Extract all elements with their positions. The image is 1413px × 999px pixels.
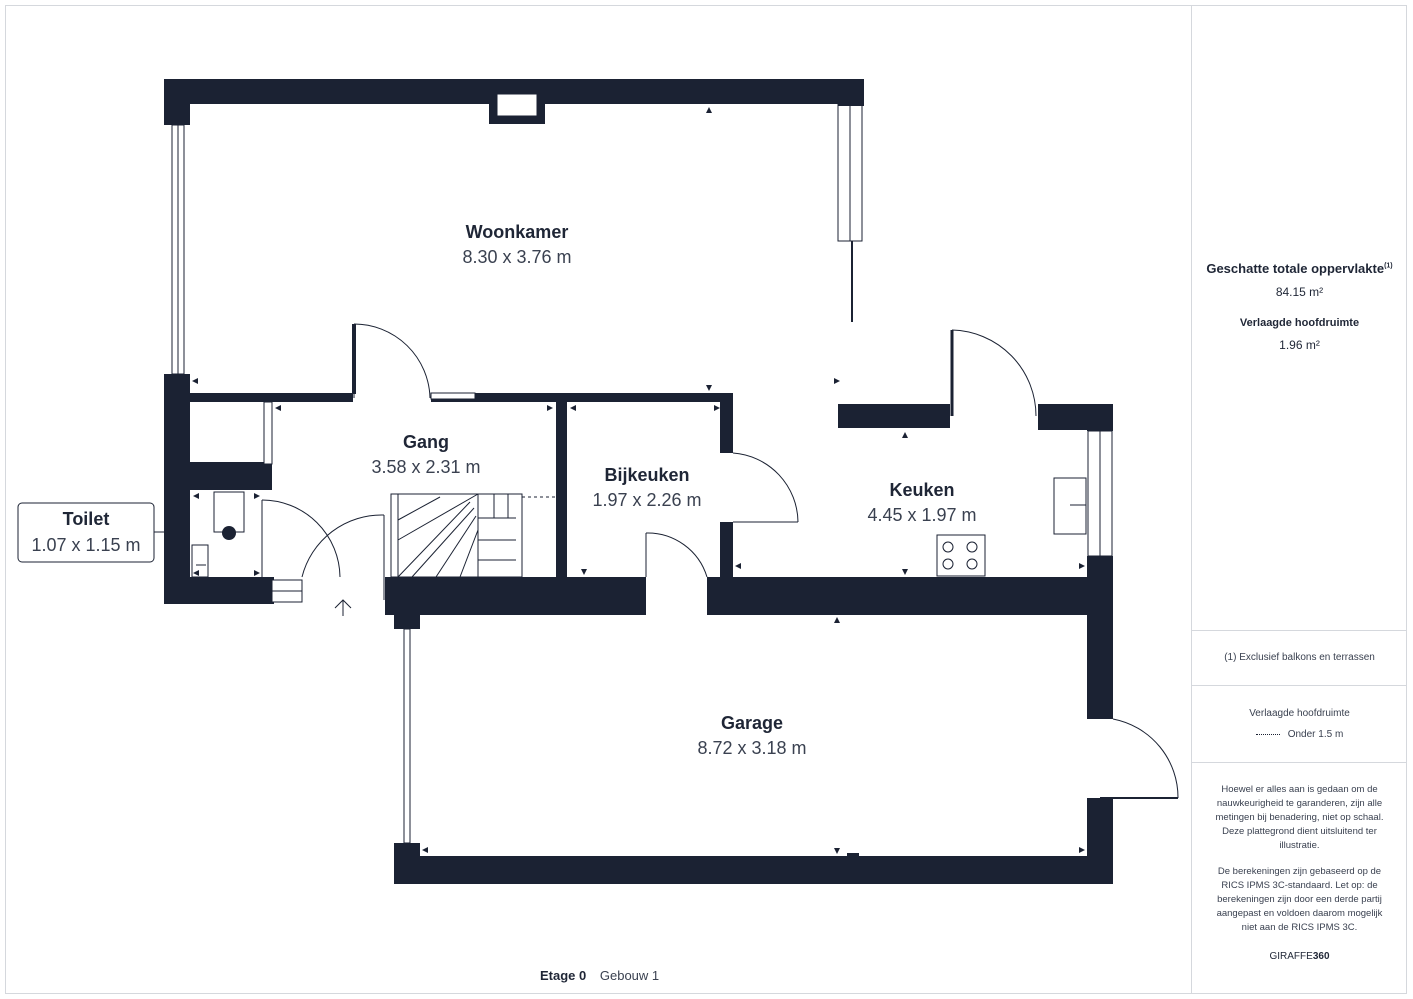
wall-bijkeuken-right-a <box>720 393 733 453</box>
area-title-sup: (1) <box>1384 262 1393 270</box>
floor-footer: Etage 0 Gebouw 1 <box>540 968 659 983</box>
wall-bijkeuken-right-b <box>720 522 733 580</box>
room-name-bijkeuken: Bijkeuken <box>604 465 689 485</box>
wall-garage-corner-left <box>394 843 420 884</box>
kitchen-stove <box>936 534 986 577</box>
wall-garage-right-a <box>1087 616 1113 719</box>
wall-keuken-right <box>1087 556 1113 616</box>
garage-gate <box>403 628 411 844</box>
room-dim-garage: 8.72 x 3.18 m <box>697 738 806 758</box>
area-title: Geschatte totale oppervlakte <box>1206 261 1385 276</box>
room-dim-woonkamer: 8.30 x 3.76 m <box>462 247 571 267</box>
wall-middle-right <box>707 577 1113 615</box>
disclaimer-text-1: Hoewel er alles aan is gedaan om de nauw… <box>1215 784 1384 851</box>
wall-keuken-top-left <box>838 404 950 428</box>
floor-label: Etage 0 <box>540 968 587 983</box>
floor-plan: Woonkamer 8.30 x 3.76 m Gang 3.58 x 2.31… <box>17 79 1179 884</box>
wall-garage-bottom <box>394 856 1113 884</box>
staircase <box>390 493 556 578</box>
reduced-title: Verlaagde hoofdruimte <box>1239 317 1360 329</box>
kitchen-sink <box>1053 477 1087 535</box>
info-sidebar: Geschatte totale oppervlakte(1) 84.15 m²… <box>1191 5 1407 994</box>
reduced-value: 1.96 m² <box>1279 338 1320 352</box>
wall-corner-top-left <box>164 79 190 125</box>
entrance-arrow-icon <box>334 599 352 616</box>
wall-woonkamer-gang-b <box>431 393 733 402</box>
room-dim-keuken: 4.45 x 1.97 m <box>867 505 976 525</box>
room-dim-bijkeuken: 1.97 x 2.26 m <box>592 490 701 510</box>
footnote-section: (1) Exclusief balkons en terrassen <box>1192 630 1407 687</box>
measurement-ticks <box>192 107 1085 854</box>
room-name-garage: Garage <box>721 713 783 733</box>
brand-logo: GIRAFFE360 <box>1269 951 1330 962</box>
legend-title: Verlaagde hoofdruimte <box>1249 708 1350 719</box>
legend-section: Verlaagde hoofdruimte Onder 1.5 m <box>1192 685 1407 764</box>
wall-woonkamer-gang-a <box>190 393 353 402</box>
room-name-woonkamer: Woonkamer <box>466 222 569 242</box>
area-summary: Geschatte totale oppervlakte(1) 84.15 m²… <box>1192 261 1407 352</box>
room-dim-gang: 3.58 x 2.31 m <box>371 457 480 477</box>
wall-toilet-top <box>190 462 272 490</box>
room-name-gang: Gang <box>403 432 449 452</box>
disclaimer-section: Hoewel er alles aan is gedaan om de nauw… <box>1192 762 1407 995</box>
room-name-toilet: Toilet <box>63 509 110 529</box>
room-name-keuken: Keuken <box>889 480 954 500</box>
wall-keuken-corner <box>1087 404 1113 431</box>
wall-middle-pillar <box>394 600 420 629</box>
wall-left-lower <box>164 374 190 604</box>
legend-dotted-line <box>1255 733 1280 735</box>
footnote: (1) Exclusief balkons en terrassen <box>1224 652 1375 663</box>
disclaimer-text-2: De berekeningen zijn gebaseerd op de RIC… <box>1216 866 1383 933</box>
room-dim-toilet: 1.07 x 1.15 m <box>31 535 140 555</box>
wall-gang-bijkeuken <box>556 402 567 580</box>
wall-middle-left <box>385 577 646 615</box>
wall-corner-top-right <box>838 79 864 106</box>
area-value: 84.15 m² <box>1275 285 1324 299</box>
wall-bottom-toilet <box>164 577 274 604</box>
legend-label: Onder 1.5 m <box>1287 729 1344 740</box>
toilet-sink <box>191 544 209 578</box>
drawing-frame <box>5 5 1407 994</box>
building-label: Gebouw 1 <box>599 968 660 983</box>
